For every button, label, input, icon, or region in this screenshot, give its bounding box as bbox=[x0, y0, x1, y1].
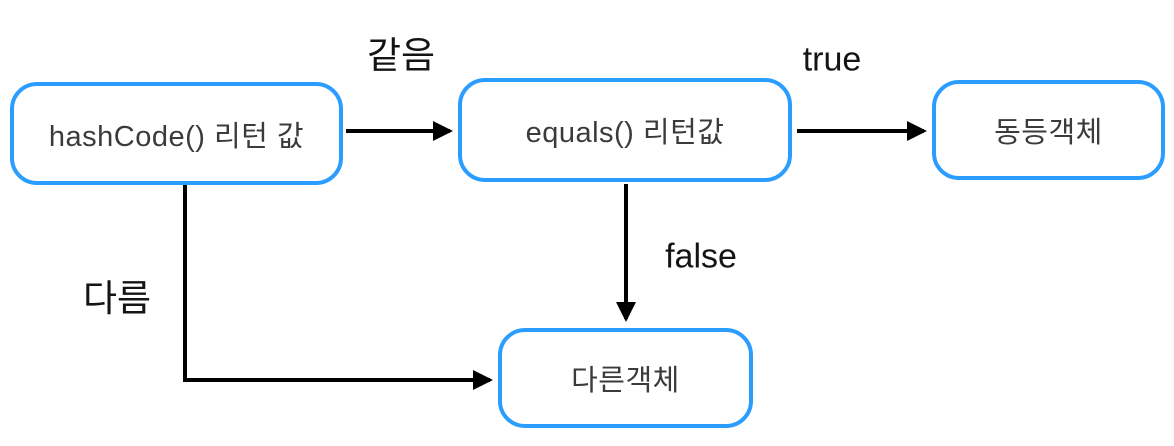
node-hashcode-label: hashCode() 리턴 값 bbox=[48, 120, 305, 153]
edge-label-true: true bbox=[802, 40, 862, 79]
edge-label-false: false bbox=[665, 237, 737, 276]
node-equal-object: 동등객체 bbox=[932, 80, 1165, 180]
edge-label-different: 다름 bbox=[82, 278, 152, 319]
node-different-object: 다른객체 bbox=[498, 328, 753, 428]
arrow-hashcode-to-different-object bbox=[183, 183, 493, 390]
node-equals-label: equals() 리턴값 bbox=[525, 117, 725, 149]
node-hashcode-return-value: hashCode() 리턴 값 bbox=[10, 82, 343, 185]
node-different-object-label: 다른객체 bbox=[571, 365, 680, 397]
node-equals-return-value: equals() 리턴값 bbox=[458, 78, 792, 182]
edge-label-same: 같음 bbox=[366, 35, 436, 76]
node-equal-object-label: 동등객체 bbox=[994, 117, 1103, 149]
